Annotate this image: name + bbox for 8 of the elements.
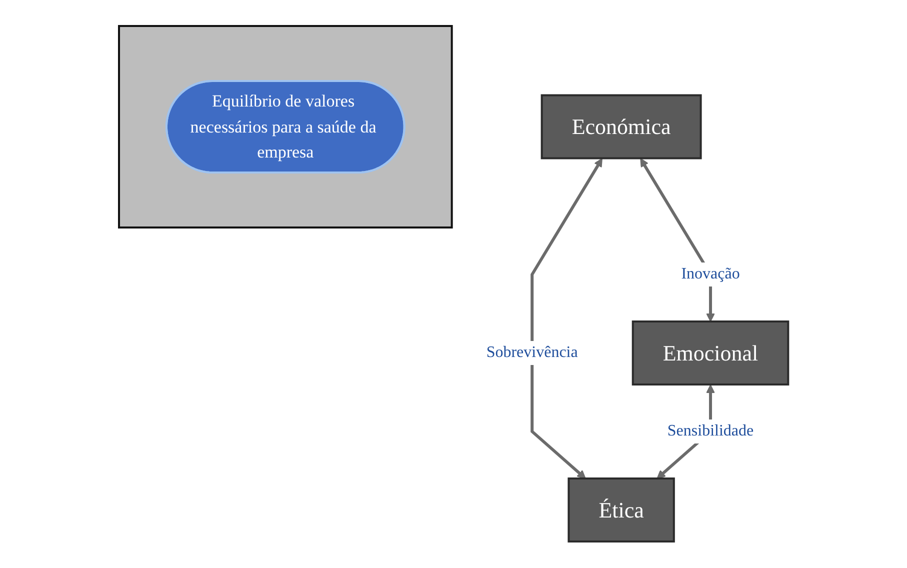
edge-label: Sobrevivência: [486, 344, 578, 362]
edge-label: Inovação: [681, 266, 740, 283]
arrow: [530, 158, 602, 480]
edge-label: Sensibilidade: [667, 422, 754, 440]
node-box: Ética: [568, 478, 675, 543]
cluster: [118, 25, 453, 229]
node-box: Emocional: [632, 320, 790, 386]
node-box: Económica: [540, 94, 702, 160]
